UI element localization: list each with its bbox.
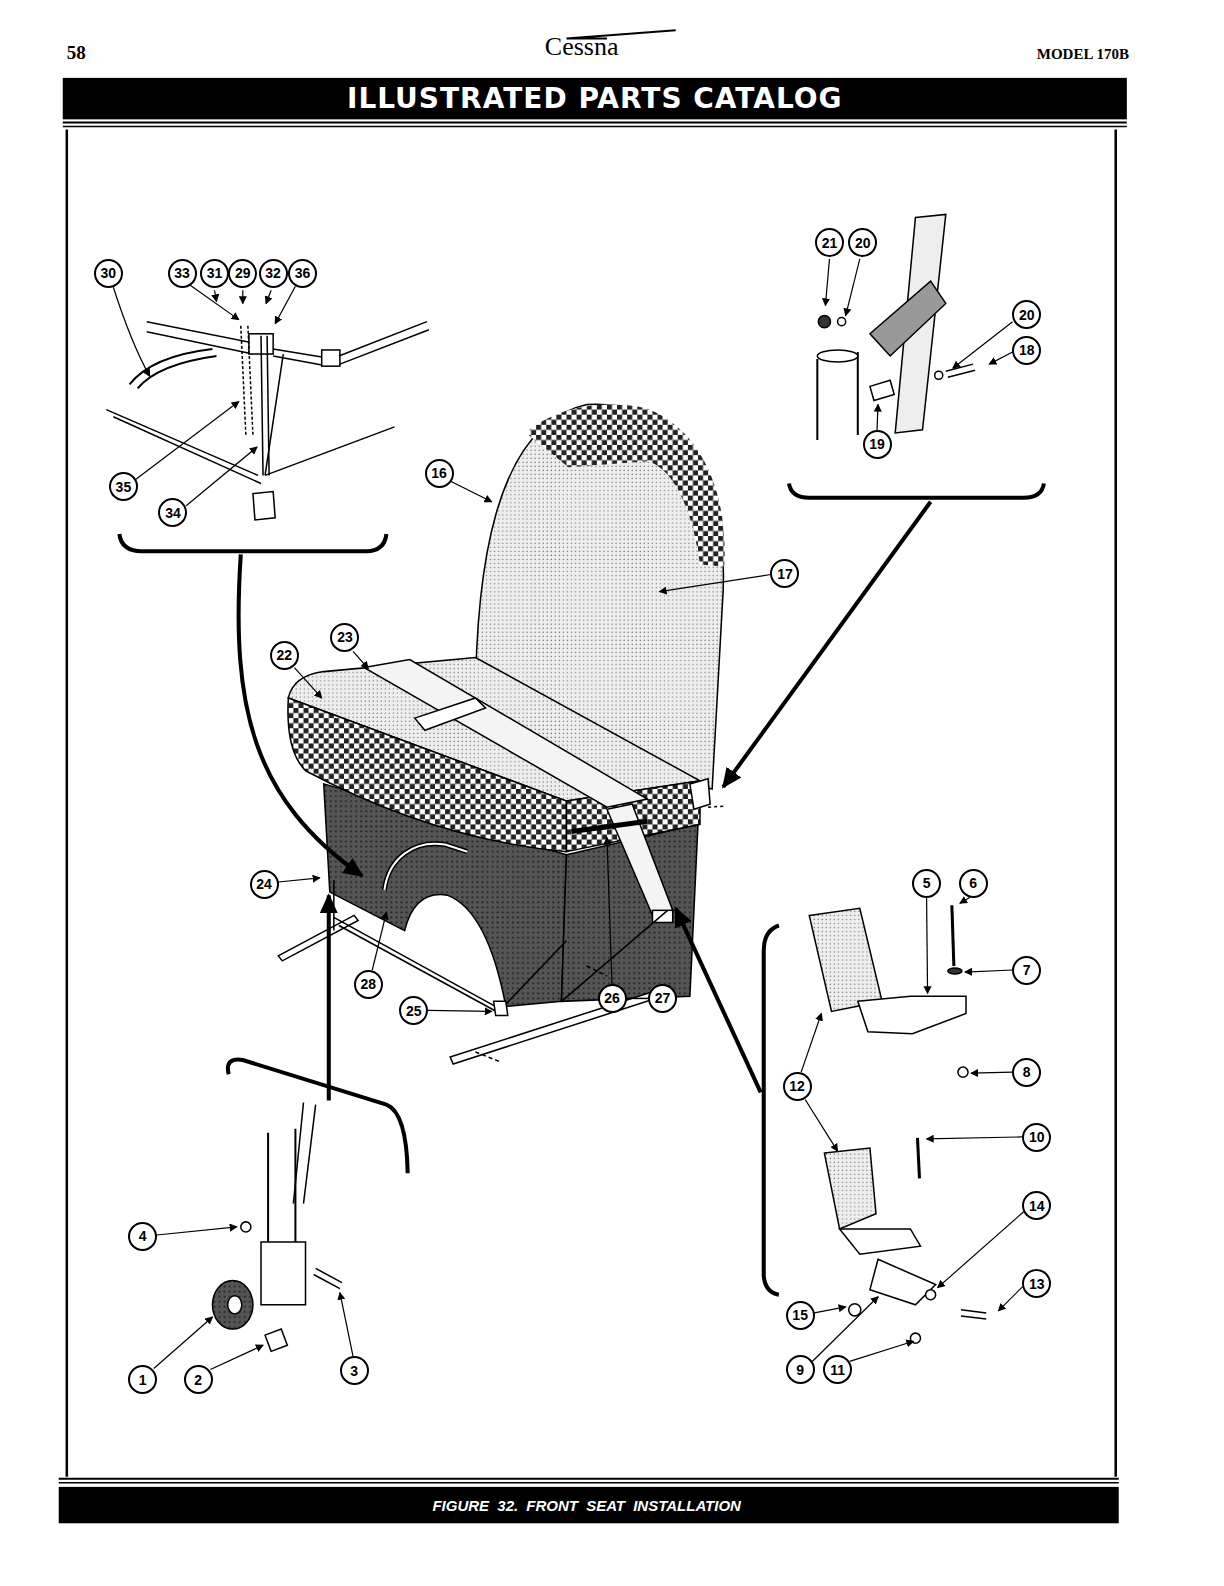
callout-number: 30: [100, 266, 116, 280]
callout-circle: 6: [959, 869, 988, 898]
callout-number: 4: [139, 1229, 147, 1243]
callout-number: 10: [1029, 1130, 1045, 1144]
callout-circle: 35: [109, 472, 138, 501]
callout-circle: 19: [863, 430, 892, 459]
callout-circle: 17: [770, 559, 799, 588]
callout-number: 1: [139, 1373, 147, 1387]
callout-circle: 26: [598, 984, 627, 1013]
callout-number: 14: [1029, 1199, 1045, 1213]
callout-number: 15: [792, 1308, 808, 1322]
callout-number: 3: [350, 1364, 358, 1378]
callout-number: 6: [969, 876, 977, 890]
callout-circle: 30: [94, 259, 123, 288]
callout-number: 25: [406, 1004, 422, 1018]
callout-number: 19: [869, 437, 885, 451]
callout-circle: 12: [783, 1072, 812, 1101]
callout-number: 13: [1029, 1277, 1045, 1291]
callout-circle: 36: [288, 259, 317, 288]
callout-circle: 33: [168, 259, 197, 288]
callout-number: 12: [789, 1079, 805, 1093]
callout-number: 11: [830, 1363, 845, 1377]
callout-circle: 15: [786, 1301, 815, 1330]
callout-circle: 13: [1022, 1269, 1051, 1298]
callout-number: 34: [165, 506, 181, 520]
callout-number: 22: [276, 648, 292, 662]
callout-circle: 9: [786, 1355, 815, 1384]
callout-number: 21: [822, 236, 838, 250]
callout-circle: 29: [228, 259, 257, 288]
callout-circle: 5: [912, 869, 941, 898]
callout-circle: 28: [354, 970, 383, 999]
callout-circle: 8: [1012, 1058, 1041, 1087]
callout-number: 28: [360, 977, 376, 991]
model-name: MODEL 170B: [1037, 46, 1129, 63]
callout-circle: 11: [823, 1355, 852, 1384]
callout-number: 8: [1023, 1065, 1031, 1079]
callout-number: 33: [174, 266, 190, 280]
callout-circle: 2: [184, 1365, 213, 1394]
callout-number: 17: [777, 567, 793, 581]
page-number: 58: [67, 42, 86, 64]
callout-circle: 22: [270, 641, 299, 670]
header-title: ILLUSTRATED PARTS CATALOG: [347, 82, 843, 115]
callout-circle: 21: [815, 228, 844, 257]
callout-circle: 31: [200, 259, 229, 288]
callout-circle: 20: [1012, 300, 1041, 329]
callout-number: 5: [923, 876, 931, 890]
callout-number: 20: [855, 236, 871, 250]
callout-number: 36: [295, 266, 311, 280]
callout-circle: 7: [1012, 956, 1041, 985]
callout-number: 20: [1019, 308, 1035, 322]
callout-number: 23: [337, 630, 353, 644]
figure-caption: FIGURE 32. FRONT SEAT INSTALLATION: [432, 1497, 741, 1514]
callout-number: 16: [431, 466, 447, 480]
callout-number: 9: [796, 1363, 804, 1377]
callout-circle: 24: [250, 870, 279, 899]
callout-circle: 20: [848, 228, 877, 257]
detail-insets: [106, 214, 1044, 1351]
callout-circle: 18: [1012, 336, 1041, 365]
brand-logo: Cessna: [545, 32, 619, 62]
callout-number: 29: [235, 266, 251, 280]
callout-circle: 10: [1022, 1123, 1051, 1152]
callout-circle: 32: [259, 259, 288, 288]
callout-circle: 23: [330, 623, 359, 652]
callout-number: 24: [256, 877, 272, 891]
callout-number: 2: [194, 1373, 202, 1387]
callout-number: 7: [1023, 963, 1031, 977]
seat-drawing: [278, 404, 724, 1064]
callout-circle: 27: [648, 984, 677, 1013]
callout-circle: 1: [128, 1365, 157, 1394]
page-frame: [59, 30, 1127, 1523]
callout-circle: 14: [1022, 1191, 1051, 1220]
leader-lines: [113, 259, 1023, 1370]
callout-number: 35: [116, 480, 132, 494]
callout-number: 32: [265, 266, 281, 280]
callout-circle: 4: [128, 1222, 157, 1251]
callout-circle: 25: [399, 996, 428, 1025]
callout-number: 26: [604, 991, 620, 1005]
callout-circle: 3: [340, 1356, 369, 1385]
callout-number: 31: [207, 266, 223, 280]
callout-number: 27: [655, 991, 671, 1005]
callout-link: [627, 998, 649, 1000]
callout-number: 18: [1019, 343, 1035, 357]
callout-circle: 16: [425, 459, 454, 488]
callout-circle: 34: [158, 498, 187, 527]
